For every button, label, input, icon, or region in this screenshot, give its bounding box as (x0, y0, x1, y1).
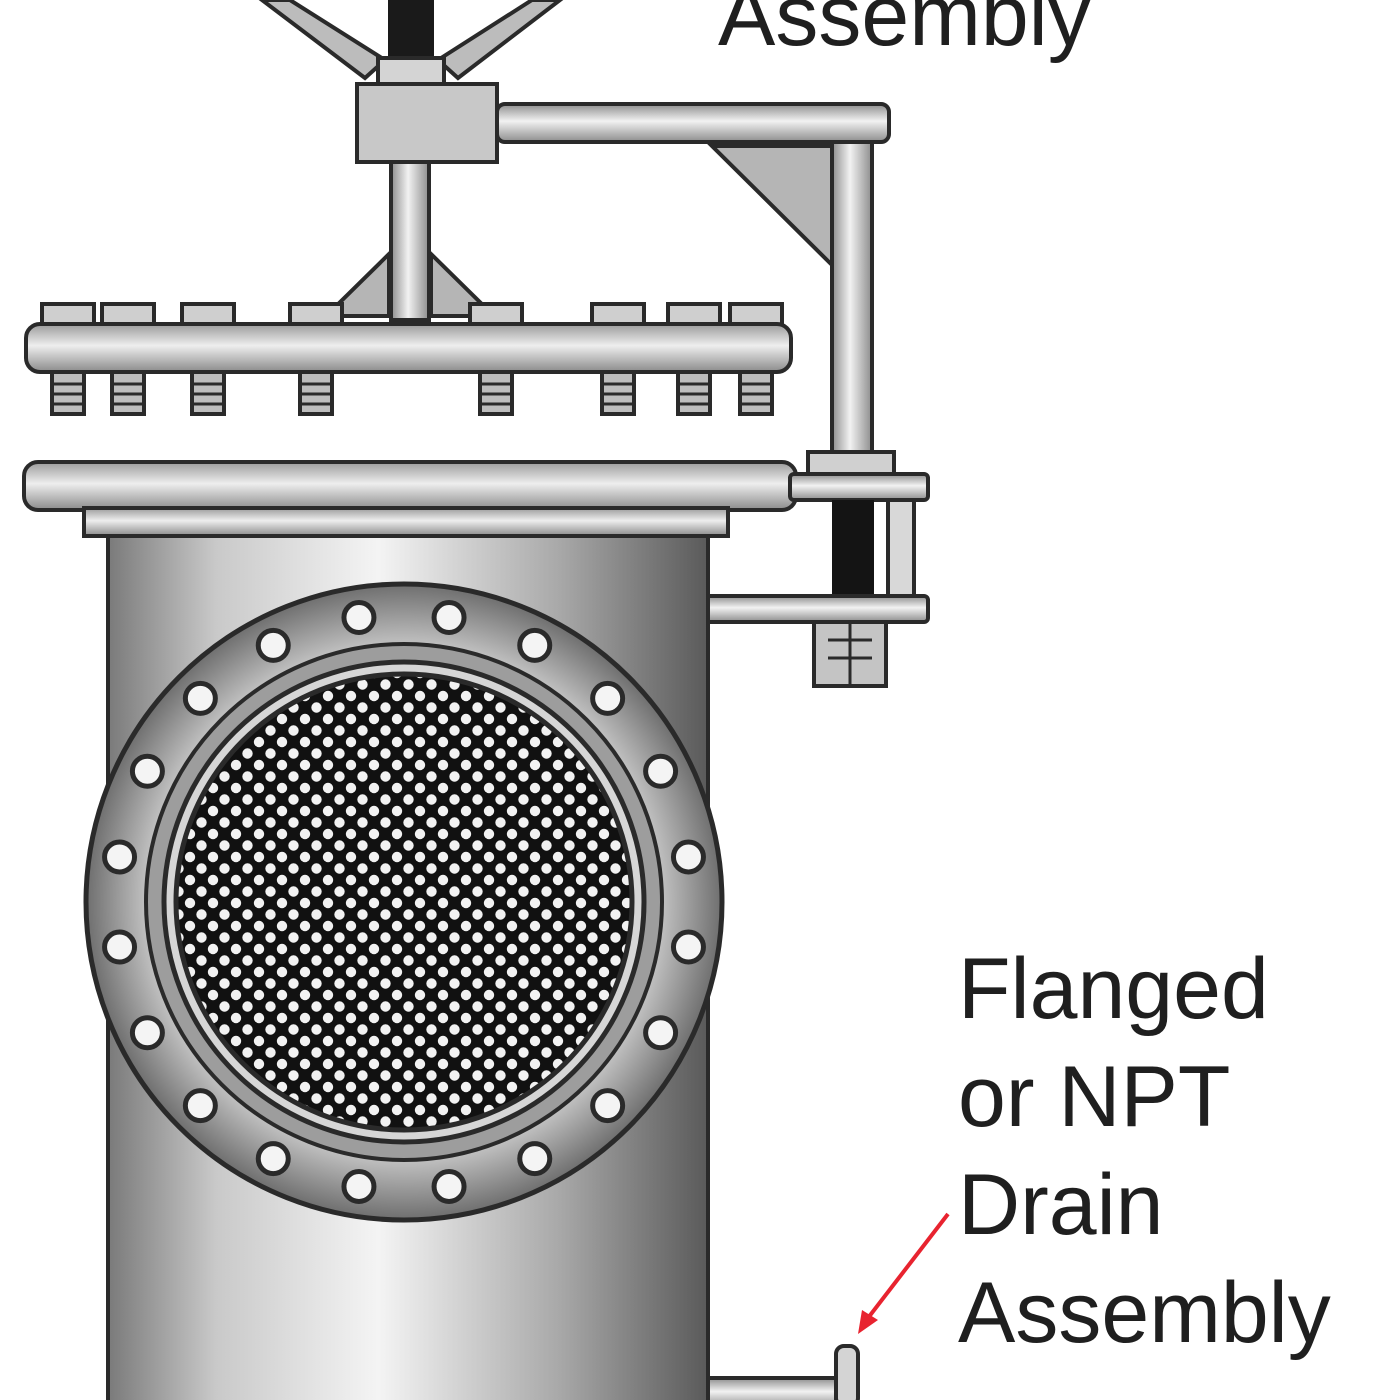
davit-arm-assembly (258, 0, 891, 462)
bolt-hole (431, 1168, 467, 1204)
bolt-hole (341, 600, 377, 636)
bolt-hole (643, 753, 679, 789)
drain-leader-line (858, 1212, 950, 1334)
bolt-hole (431, 600, 467, 636)
bolt-hole (517, 1141, 553, 1177)
callout-line: Assembly (958, 1265, 1331, 1361)
bolt-hole (255, 1141, 291, 1177)
inlet-flange (83, 581, 725, 1223)
flange-bolt-holes (102, 600, 706, 1204)
bolt-hole (341, 1168, 377, 1204)
perforated-screen (173, 671, 635, 1133)
bolt-hole (182, 1088, 218, 1124)
bolt-hole (643, 1015, 679, 1051)
cover-flange (24, 302, 793, 416)
callout-line: or NPT (958, 1049, 1231, 1145)
bolt-hole (590, 680, 626, 716)
bolt-hole (670, 929, 706, 965)
bolt-hole (255, 627, 291, 663)
callout-line: Flanged (958, 941, 1269, 1037)
callout-line: Assembly (718, 0, 1091, 64)
bolt-hole (102, 839, 138, 875)
top-callout-label: Assembly (718, 0, 1091, 70)
bolt-hole (102, 929, 138, 965)
cover-bolt (666, 302, 722, 416)
bolt-hole (670, 839, 706, 875)
bolt-hole (129, 1015, 165, 1051)
davit-bracket (704, 450, 930, 688)
cover-bolt (288, 302, 344, 416)
bolt-hole (517, 627, 553, 663)
bolt-hole (590, 1088, 626, 1124)
body-flange (22, 460, 798, 538)
bolt-hole (129, 753, 165, 789)
callout-line: Drain (958, 1157, 1164, 1253)
drain-assembly (706, 1344, 860, 1400)
bolt-hole (182, 680, 218, 716)
